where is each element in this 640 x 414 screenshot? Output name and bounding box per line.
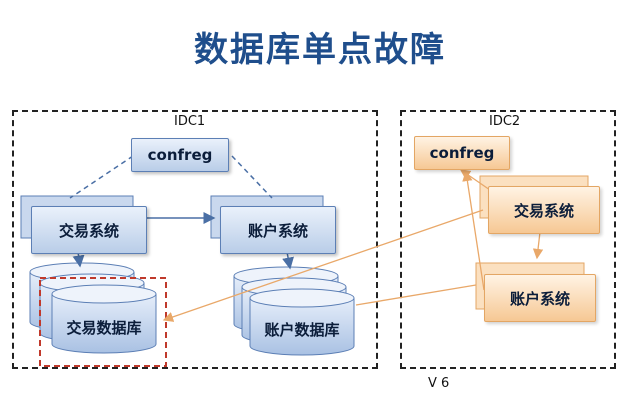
idc2-trade-system-node: 交易系统 [488, 186, 600, 234]
idc1-account-system-node: 账户系统 [220, 206, 336, 254]
arrow-idc2-trade-to-account [532, 231, 544, 260]
account-db-cylinder-stack [233, 266, 355, 356]
trade-db-cylinder-stack [29, 262, 157, 354]
idc1-account-db-label: 账户数据库 [264, 320, 340, 339]
idc2-label: IDC2 [489, 114, 521, 129]
arrow-idc2-trade-to-trade-db [162, 209, 484, 322]
idc1-trade-system-node: 交易系统 [31, 206, 147, 254]
line-confreg-account [231, 155, 273, 199]
page-title: 数据库单点故障 [194, 30, 446, 70]
idc2-container [400, 110, 616, 369]
line-idc2-account-to-account-db [355, 284, 477, 306]
trade-db-failure-box [39, 277, 167, 367]
idc1-container [12, 110, 378, 369]
arrow-trade-to-db [72, 251, 85, 268]
version-label: V 6 [428, 376, 450, 391]
idc2-confreg-node: confreg [414, 136, 510, 170]
arrow-idc2-account-to-confreg [462, 170, 485, 291]
line-confreg-trade [69, 155, 134, 199]
arrow-account-to-db [282, 251, 294, 270]
idc1-confreg-node: confreg [131, 138, 229, 172]
idc2-account-system-node: 账户系统 [484, 274, 596, 322]
idc1-label: IDC1 [174, 114, 206, 129]
idc1-trade-db-label: 交易数据库 [66, 318, 142, 337]
